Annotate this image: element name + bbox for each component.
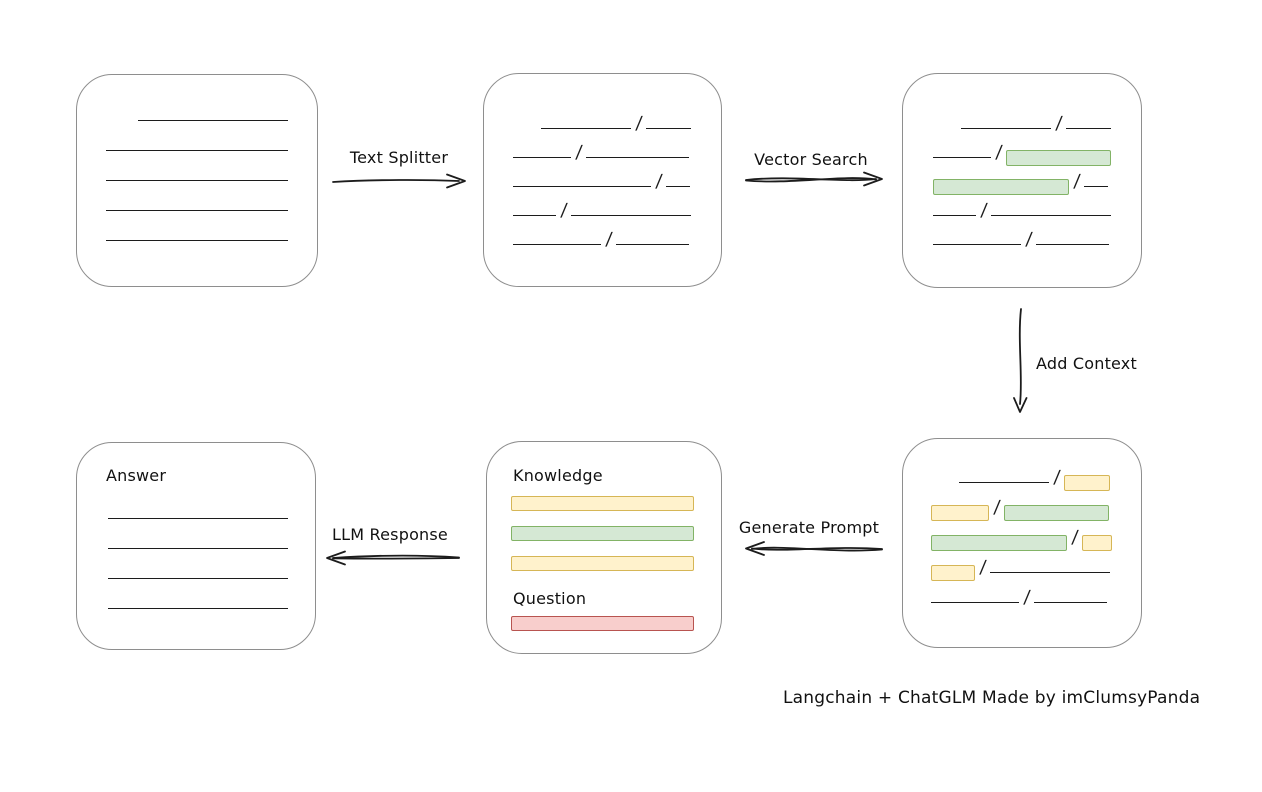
split-chunks-box: ///// — [483, 73, 722, 287]
generate-prompt-label: Generate Prompt — [738, 518, 880, 537]
document-lines — [77, 75, 317, 241]
text-splitter-arrow — [332, 173, 466, 189]
vector-search-label: Vector Search — [754, 150, 868, 169]
document-box — [76, 74, 318, 287]
attribution-text: Langchain + ChatGLM Made by imClumsyPand… — [783, 688, 1201, 708]
text-line — [541, 128, 631, 129]
answer-lines — [77, 443, 315, 609]
add-context-arrow — [1013, 308, 1028, 413]
text-line — [1066, 128, 1112, 129]
knowledge-heading: Knowledge — [513, 466, 603, 485]
vector-search-arrow — [745, 171, 883, 187]
text-line — [108, 548, 288, 549]
segment-row: / — [933, 187, 1141, 221]
text-line — [108, 608, 288, 609]
segment-row — [106, 121, 317, 151]
text-line — [108, 578, 288, 579]
segment-row: / — [931, 453, 1141, 491]
text-line — [933, 215, 976, 216]
text-line — [513, 215, 556, 216]
text-line — [1036, 244, 1110, 245]
text-line — [1034, 602, 1108, 603]
answer-heading: Answer — [106, 466, 167, 485]
green-highlight — [931, 535, 1067, 551]
green-highlight — [1004, 505, 1110, 521]
green-highlight — [933, 179, 1069, 195]
segment-row: / — [513, 158, 721, 192]
answer-box: Answer — [76, 442, 316, 650]
slash-separator: / — [1022, 587, 1032, 608]
knowledge-bars — [511, 496, 694, 586]
text-line — [106, 240, 288, 241]
yellow-bar — [511, 496, 694, 511]
text-line — [961, 128, 1051, 129]
text-line — [959, 482, 1049, 483]
slash-separator: / — [604, 229, 614, 250]
add-context-label: Add Context — [1036, 354, 1137, 373]
text-line — [991, 215, 1112, 216]
segment-row — [106, 181, 317, 211]
segment-row: / — [931, 543, 1141, 581]
text-line — [106, 180, 288, 181]
yellow-highlight — [931, 565, 975, 581]
text-line — [990, 572, 1111, 573]
segment-row: / — [513, 187, 721, 221]
text-line — [933, 157, 991, 158]
text-line — [513, 244, 601, 245]
prompt-box: Knowledge Question — [486, 441, 722, 654]
green-bar — [511, 526, 694, 541]
segment-row — [108, 549, 315, 579]
segment-row — [108, 519, 315, 549]
segment-row: / — [513, 100, 721, 134]
question-bars — [511, 616, 694, 646]
segment-row: / — [931, 513, 1141, 551]
text-line — [108, 518, 288, 519]
segment-row: / — [931, 483, 1141, 521]
segment-row: / — [513, 129, 721, 163]
text-line — [513, 186, 651, 187]
yellow-highlight — [931, 505, 989, 521]
text-line — [106, 210, 288, 211]
vector-results-lines: ///// — [903, 74, 1141, 250]
context-chunks-box: ///// — [902, 438, 1142, 648]
text-line — [586, 157, 690, 158]
green-highlight — [1006, 150, 1112, 166]
segment-row — [108, 579, 315, 609]
red-bar — [511, 616, 694, 631]
segment-row: / — [933, 158, 1141, 195]
text-line — [106, 150, 288, 151]
segment-row: / — [933, 100, 1141, 134]
split-chunks-lines: ///// — [484, 74, 721, 250]
segment-row: / — [933, 129, 1141, 166]
text-line — [931, 602, 1019, 603]
segment-row — [106, 151, 317, 181]
llm-response-label: LLM Response — [332, 525, 448, 544]
text-line — [616, 244, 690, 245]
segment-row: / — [513, 216, 721, 250]
yellow-highlight — [1082, 535, 1113, 551]
text-line — [513, 157, 571, 158]
segment-row: / — [931, 573, 1141, 608]
yellow-highlight — [1064, 475, 1111, 491]
segment-row — [108, 489, 315, 519]
text-line — [646, 128, 692, 129]
slash-separator: / — [1024, 229, 1034, 250]
llm-response-arrow — [326, 550, 460, 566]
question-heading: Question — [513, 589, 587, 608]
text-line — [1084, 186, 1109, 187]
text-splitter-label: Text Splitter — [349, 148, 449, 167]
text-line — [933, 244, 1021, 245]
text-line — [666, 186, 691, 187]
text-line — [571, 215, 692, 216]
context-chunks-lines: ///// — [903, 439, 1141, 608]
vector-results-box: ///// — [902, 73, 1142, 288]
text-line — [138, 120, 288, 121]
segment-row: / — [933, 216, 1141, 250]
segment-row — [106, 211, 317, 241]
generate-prompt-arrow — [745, 541, 883, 556]
yellow-bar — [511, 556, 694, 571]
segment-row — [106, 91, 317, 121]
